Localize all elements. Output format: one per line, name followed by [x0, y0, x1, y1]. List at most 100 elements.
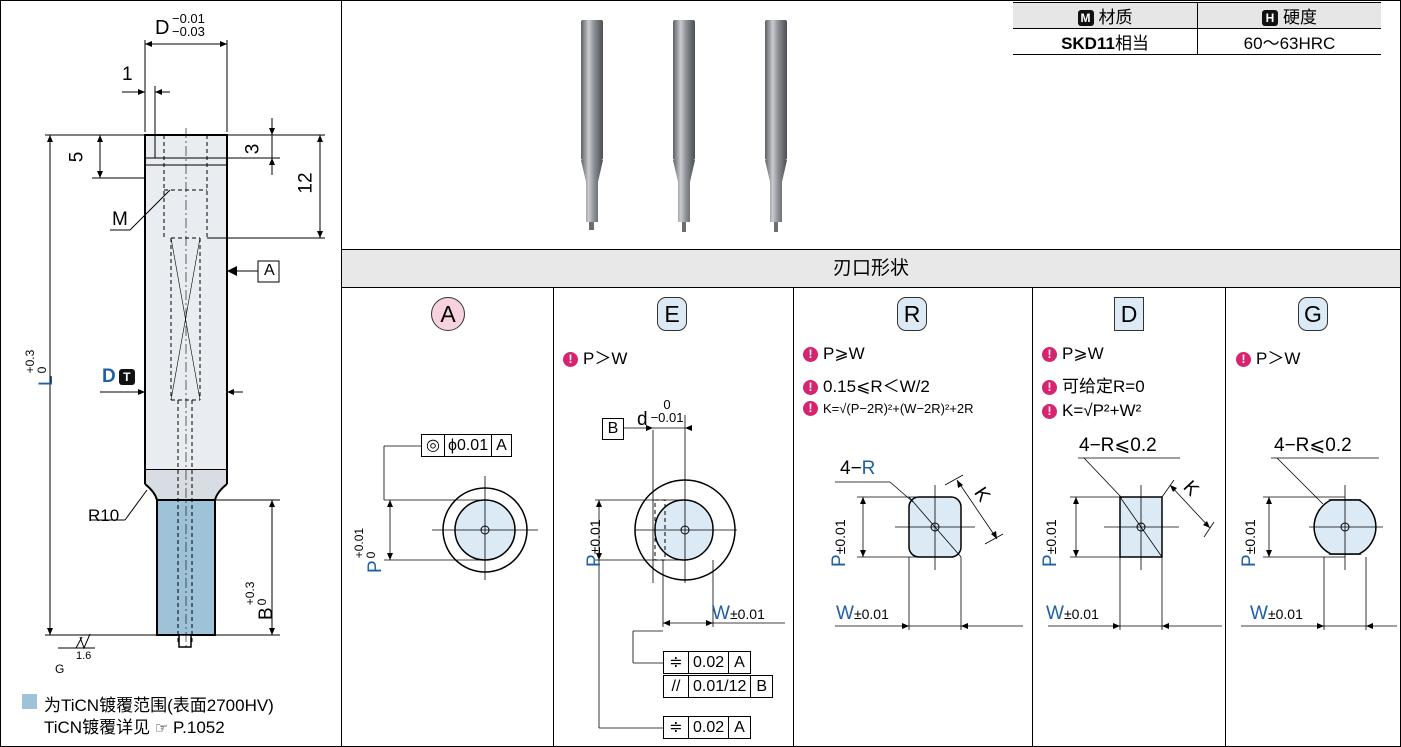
shape-d-w-label: W±0.01 — [1046, 603, 1099, 625]
l-tol-lower: 0 — [35, 366, 49, 374]
shape-e-p-letter: P — [584, 554, 605, 567]
exclamation-icon: ! — [803, 380, 818, 395]
shape-e-w-letter: W — [712, 603, 730, 624]
exclamation-icon: ! — [1042, 347, 1057, 362]
shape-e-frame-1-value: 0.02 — [689, 652, 730, 673]
concentricity-icon: ◎ — [422, 435, 445, 456]
shape-a-tolerance-frame: ◎ ϕ0.01 A — [421, 434, 512, 457]
pointing-hand-icon: ☞ — [154, 720, 169, 737]
d-dim-tolerance: −0.01−0.03 — [172, 12, 205, 38]
column-divider — [1032, 287, 1033, 747]
shape-d-p-tol: ±0.01 — [1043, 519, 1059, 555]
column-divider — [553, 287, 554, 747]
b-dim-letter: B — [256, 607, 277, 620]
shape-a-drawing — [383, 445, 538, 580]
shape-e-frame-3-value: 0.02 — [689, 717, 730, 738]
shape-e-note: ! P＞W — [563, 344, 627, 369]
shape-g-note-text: P＞W — [1256, 349, 1301, 368]
punch-photo-2 — [673, 20, 695, 232]
dt-badge: T — [118, 369, 135, 385]
shape-g-note: ! P＞W — [1236, 344, 1300, 369]
shape-d-corner-label: 4−R⩽0.2 — [1079, 435, 1157, 456]
exclamation-icon: ! — [1042, 380, 1057, 395]
material-badge: M — [1077, 10, 1094, 26]
shape-e-frame-2-datum: B — [756, 678, 768, 695]
shape-g-w-tol: ±0.01 — [1267, 606, 1303, 622]
hardness-header: 硬度 — [1283, 8, 1317, 27]
shape-e-frame-3-datum: A — [734, 719, 745, 736]
shape-a-p-tol-lower: 0 — [364, 551, 378, 559]
shape-e-frame-3: ≑ 0.02 A — [663, 716, 751, 739]
l-dim-letter: L — [36, 375, 57, 386]
exclamation-icon: ! — [563, 352, 578, 367]
d-dim-label: D — [155, 17, 169, 40]
shape-e-drawing — [595, 415, 785, 729]
shape-r-note-2-text: 0.15⩽R＜W/2 — [823, 377, 930, 396]
shape-r-drawing — [835, 474, 1023, 630]
exclamation-icon: ! — [803, 347, 818, 362]
shape-e-frame-2: // 0.01/12 B — [663, 675, 774, 698]
shape-r-corner-r: R — [861, 458, 876, 479]
punch-photo-3 — [765, 20, 787, 232]
shape-a-p-letter: P — [365, 560, 386, 573]
shape-e-d-tol-upper: 0 — [663, 397, 671, 412]
shape-e-note-text: P＞W — [583, 349, 628, 368]
shape-r-p-letter: P — [829, 554, 850, 567]
parallelism-icon: // — [664, 676, 689, 697]
shape-g-badge: G — [1298, 297, 1328, 331]
shape-r-w-tol: ±0.01 — [853, 606, 889, 622]
punch-drawing — [45, 40, 325, 650]
surface-roughness-label: 1.6 — [76, 650, 92, 662]
shape-r-note-1-text: P⩾W — [823, 344, 865, 363]
shape-d-badge: D — [1114, 297, 1144, 331]
legend-ref-prefix: TiCN镀覆详见 — [44, 718, 151, 737]
shape-r-corner-prefix: 4− — [840, 458, 862, 479]
shape-r-note-2: ! 0.15⩽R＜W/2 — [803, 372, 930, 397]
shape-d-note-3-text: K=√P²+W² — [1062, 401, 1142, 420]
legend-coating-ref: TiCN镀覆详见 ☞ P.1052 — [44, 713, 225, 738]
shape-e-datum-b: B — [602, 418, 624, 440]
hardness-header-cell: H 硬度 — [1197, 2, 1381, 29]
column-divider — [793, 287, 794, 747]
shape-r-corner-label: 4−R — [840, 458, 875, 480]
shape-d-w-tol: ±0.01 — [1063, 606, 1099, 622]
shape-a-badge: A — [431, 297, 465, 331]
shape-e-w-label: W±0.01 — [712, 603, 765, 625]
exclamation-icon: ! — [1236, 352, 1251, 367]
shape-e-w-tol: ±0.01 — [729, 606, 765, 622]
dim-3-label: 3 — [242, 143, 264, 155]
shape-e-frame-2-value: 0.01/12 — [689, 676, 752, 697]
material-suffix: 相当 — [1114, 34, 1149, 53]
hardness-badge: H — [1262, 10, 1278, 26]
shape-g-w-letter: W — [1250, 603, 1268, 624]
shape-g-p-label: P±0.01 — [1239, 487, 1261, 567]
shape-r-note-1: ! P⩾W — [803, 344, 865, 364]
shape-d-note-1: !P⩾W — [1042, 344, 1104, 364]
shape-d-note-3: !K=√P²+W² — [1042, 401, 1141, 421]
product-photo — [581, 20, 787, 232]
shape-g-drawing — [1241, 457, 1397, 630]
shape-r-note-3: !K=√(P−2R)²+(W−2R)²+2R — [803, 401, 974, 416]
shape-e-d-letter: d — [637, 409, 648, 430]
dim-12-label: 12 — [295, 172, 317, 194]
dt-letter: D — [102, 366, 116, 387]
shape-g-p-tol: ±0.01 — [1242, 519, 1258, 555]
shape-d-p-label: P±0.01 — [1040, 487, 1062, 567]
shape-d-note-2-text: 可给定R=0 — [1062, 377, 1145, 396]
shape-e-d-tol-lower: −0.01 — [650, 410, 684, 425]
legend-coating-range: 为TiCN镀覆范围(表面2700HV) — [44, 696, 274, 715]
shape-d-w-letter: W — [1046, 603, 1064, 624]
shape-a-frame-datum: A — [496, 437, 507, 454]
symmetry-icon: ≑ — [664, 652, 689, 673]
symmetry-icon: ≑ — [664, 717, 689, 738]
shape-r-w-label: W±0.01 — [836, 603, 889, 625]
punch-photo-1 — [581, 20, 603, 230]
hardness-value: 60～63HRC — [1197, 28, 1381, 55]
left-panel-divider — [341, 0, 342, 747]
material-value: SKD11 — [1061, 34, 1115, 53]
